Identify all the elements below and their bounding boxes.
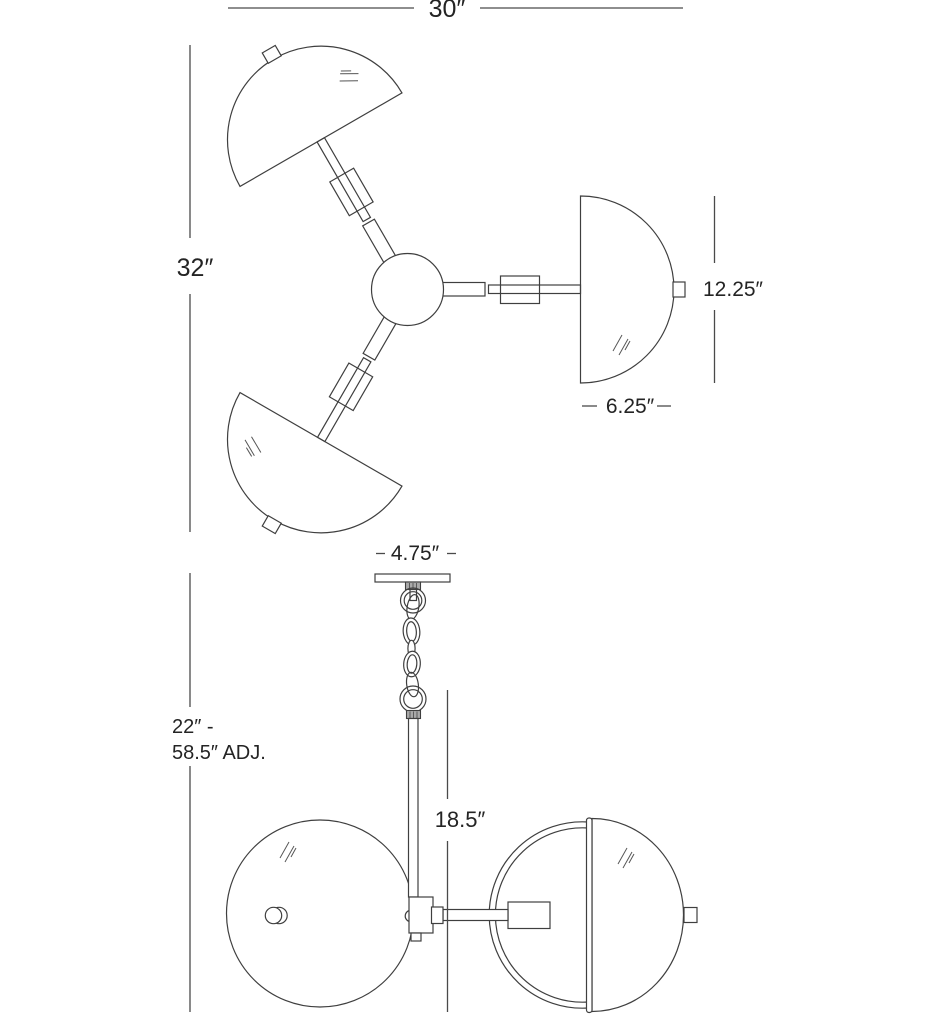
dim-shade-depth: 6.25″ — [582, 395, 671, 418]
right-globe-shade — [488, 817, 698, 1014]
dim-shade-height: 12.25″ — [703, 196, 764, 383]
rod-collar — [405, 709, 422, 720]
dim-fixture-height: 18.5″ — [435, 690, 486, 1012]
left-globe-shade — [225, 819, 415, 1008]
top-view: 30″ 32″ 12.25″ 6.25″ — [177, 0, 764, 578]
shade-height-label: 12.25″ — [703, 278, 764, 301]
shade-unit-right — [436, 195, 686, 384]
overall-width-label: 30″ — [429, 0, 466, 23]
canopy-width-label: 4.75″ — [391, 542, 440, 565]
hanging-chain — [399, 587, 427, 713]
right-finial-knob — [683, 906, 698, 924]
chain-ring-top — [399, 587, 427, 614]
adjustable-height-label-line2: 58.5″ ADJ. — [172, 742, 266, 764]
dim-overall-width: 30″ — [228, 0, 683, 23]
right-globe-hatch-marks — [617, 847, 635, 869]
shade-depth-label: 6.25″ — [606, 395, 655, 418]
hub-bottom-cap — [410, 932, 422, 942]
side-arm-rod — [442, 908, 509, 922]
dim-adjustable-height: 22″ - 58.5″ ADJ. — [172, 573, 266, 1012]
center-hub-block — [408, 896, 434, 934]
right-dome-half — [591, 817, 685, 1013]
left-globe-socket — [264, 906, 288, 925]
side-view: 4.75″ — [172, 542, 698, 1014]
side-arm-collar — [430, 906, 444, 925]
dim-overall-height: 32″ — [177, 45, 214, 532]
adjustable-height-label-line1: 22″ - — [172, 716, 214, 738]
ceiling-canopy — [374, 573, 451, 583]
dim-canopy-width: 4.75″ — [376, 542, 456, 565]
side-swivel-sleeve — [507, 901, 551, 930]
down-rod — [407, 717, 419, 898]
dome-rim — [585, 817, 593, 1014]
overall-height-label: 32″ — [177, 254, 214, 282]
chain-link — [405, 671, 420, 698]
center-hub — [370, 252, 445, 327]
left-globe-hatch-marks — [279, 841, 297, 863]
fixture-height-label: 18.5″ — [435, 807, 486, 832]
